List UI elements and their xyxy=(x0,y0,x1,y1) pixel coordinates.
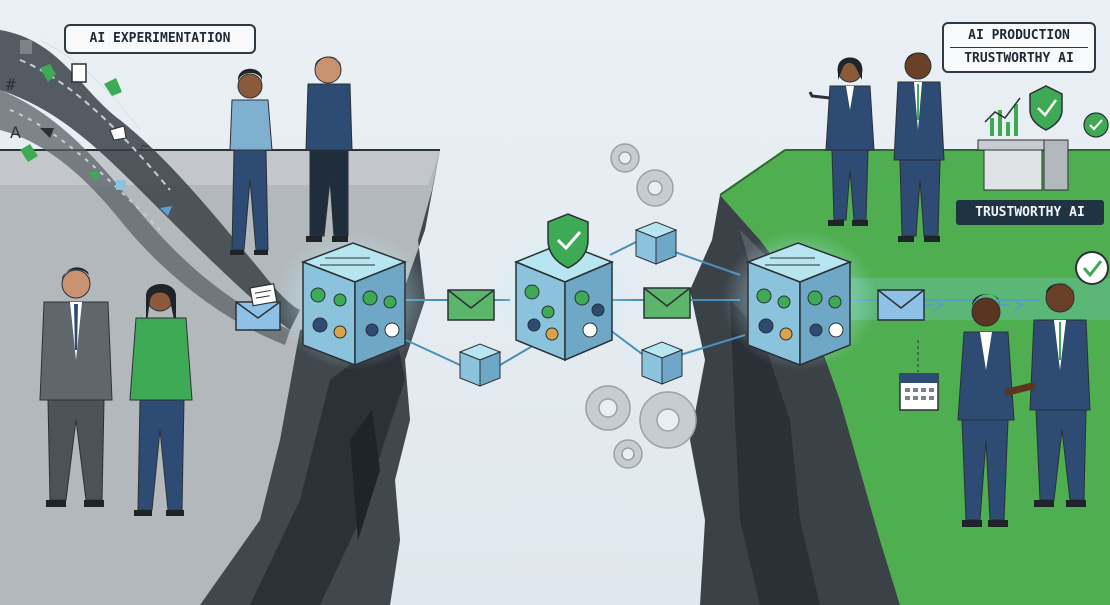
envelope-icon xyxy=(447,289,495,321)
person-man-gray-suit xyxy=(39,267,113,507)
svg-text:#: # xyxy=(6,75,16,94)
small-data-cube-3 xyxy=(640,341,684,385)
svg-text:A: A xyxy=(10,123,21,142)
person-woman-thinking xyxy=(229,68,273,255)
handshake xyxy=(1004,382,1036,396)
small-data-cube-2 xyxy=(634,221,678,265)
pipeline-cube-3 xyxy=(722,230,878,370)
small-data-cube-1 xyxy=(458,343,502,387)
chaos-swirl: # A ~ xyxy=(0,30,300,345)
person-man-handshake xyxy=(1029,283,1091,507)
pipeline-cube-2 xyxy=(493,213,633,362)
person-woman-presenting xyxy=(808,57,875,226)
envelope-icon xyxy=(877,289,925,321)
envelope-icon xyxy=(643,287,691,319)
dashboard-desk xyxy=(977,97,1069,191)
svg-text:~: ~ xyxy=(140,139,150,153)
trustworthy-ai-badge: TRUSTWORTHY AI xyxy=(956,200,1104,225)
person-woman-handshake xyxy=(957,294,1015,527)
shield-check-icon xyxy=(1029,85,1063,131)
production-label: AI PRODUCTION TRUSTWORTHY AI xyxy=(942,22,1096,73)
person-man-thinking xyxy=(305,56,353,242)
shield-check-icon xyxy=(547,213,589,269)
trustworthy-ai-badge-text: TRUSTWORTHY AI xyxy=(975,205,1085,220)
check-circle-icon xyxy=(1075,251,1109,285)
person-man-arms-crossed xyxy=(893,52,945,242)
experimentation-label: AI EXPERIMENTATION xyxy=(64,24,256,54)
production-label-line2: TRUSTWORTHY AI xyxy=(964,51,1074,66)
floating-gears xyxy=(585,143,697,469)
person-woman-green-sweater xyxy=(129,284,193,516)
calendar-icon xyxy=(899,373,939,411)
gear-check-icon xyxy=(1083,112,1109,138)
experimentation-label-text: AI EXPERIMENTATION xyxy=(89,31,231,46)
production-label-line1: AI PRODUCTION xyxy=(950,27,1088,48)
pipeline-cube-1 xyxy=(275,230,431,370)
